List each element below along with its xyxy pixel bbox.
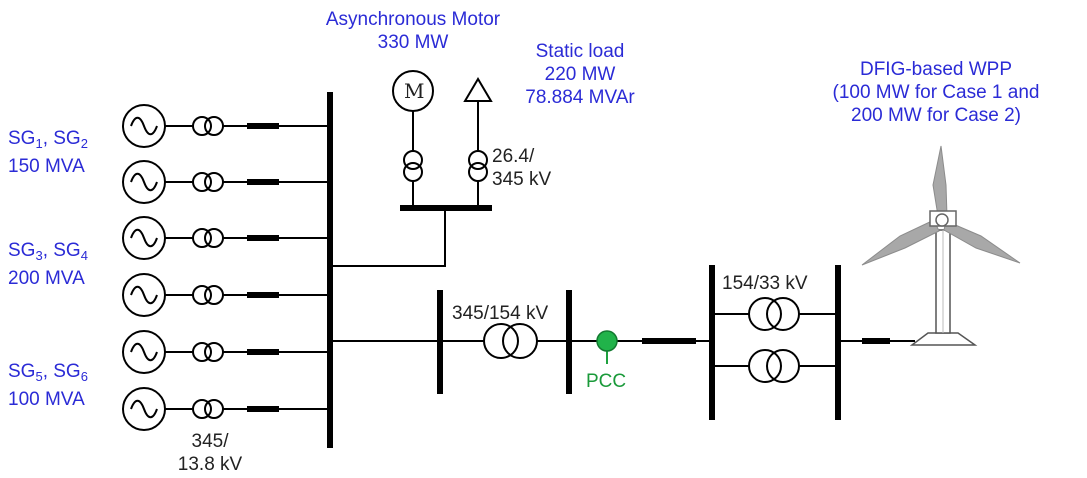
generator-group-1-name: SG1, SG2 xyxy=(8,128,88,151)
static-load-triangle xyxy=(463,77,493,102)
generator-group-3-rating: 100 MVA xyxy=(8,389,85,410)
static-load-q: 78.884 MVAr xyxy=(525,87,635,108)
transformer-154-33-rating: 154/33 kV xyxy=(722,273,808,294)
wpp-case-line1: (100 MW for Case 1 and xyxy=(832,82,1040,103)
gen-transformer-rating-line2: 13.8 kV xyxy=(177,454,243,475)
motor-rating: 330 MW xyxy=(377,32,449,53)
parallel-transformers xyxy=(712,265,915,420)
motor-title: Asynchronous Motor xyxy=(325,9,501,30)
static-load-label: Static load 220 MW 78.884 MVAr xyxy=(490,40,670,109)
generator-unit-6 xyxy=(122,387,330,431)
load-transformer-rating-line2: 345 kV xyxy=(492,169,552,190)
generator-group-2-rating: 200 MVA xyxy=(8,268,85,289)
generator-group-1-rating: 150 MVA xyxy=(8,156,85,177)
static-load-p: 220 MW xyxy=(544,64,616,85)
wind-turbine-icon xyxy=(861,145,1021,346)
transformer-345-154-rating: 345/154 kV xyxy=(452,303,549,324)
load-branch xyxy=(330,70,493,267)
pcc-label: PCC xyxy=(586,371,627,392)
motor-symbol-text: M xyxy=(404,79,425,103)
gen-transformer-rating-line1: 345/ xyxy=(191,431,229,452)
generator-group-2-label: SG3, SG4 200 MVA xyxy=(8,239,88,290)
generator-unit-3 xyxy=(122,216,330,260)
generator-unit-5 xyxy=(122,330,330,374)
generator-group-1-label: SG1, SG2 150 MVA xyxy=(8,127,88,178)
generator-group-2-name: SG3, SG4 xyxy=(8,240,88,263)
wpp-title: DFIG-based WPP xyxy=(859,59,1013,80)
transmission-path xyxy=(330,265,715,420)
motor-label: Asynchronous Motor 330 MW xyxy=(300,8,526,54)
generator-unit-4 xyxy=(122,273,330,317)
generator-group-3-label: SG5, SG6 100 MVA xyxy=(8,360,88,411)
generator-unit-1 xyxy=(122,104,330,148)
pcc-node xyxy=(596,330,618,352)
generator-unit-2 xyxy=(122,160,330,204)
static-load-title: Static load xyxy=(535,41,625,62)
load-transformer-rating-line1: 26.4/ xyxy=(492,146,535,167)
load-transformer-rating: 26.4/ 345 kV xyxy=(492,145,551,191)
wpp-case-line2: 200 MW for Case 2) xyxy=(851,105,1021,126)
generator-group-3-name: SG5, SG6 xyxy=(8,361,88,384)
gen-transformer-rating: 345/ 13.8 kV xyxy=(160,430,260,476)
wpp-label: DFIG-based WPP (100 MW for Case 1 and 20… xyxy=(796,58,1076,127)
